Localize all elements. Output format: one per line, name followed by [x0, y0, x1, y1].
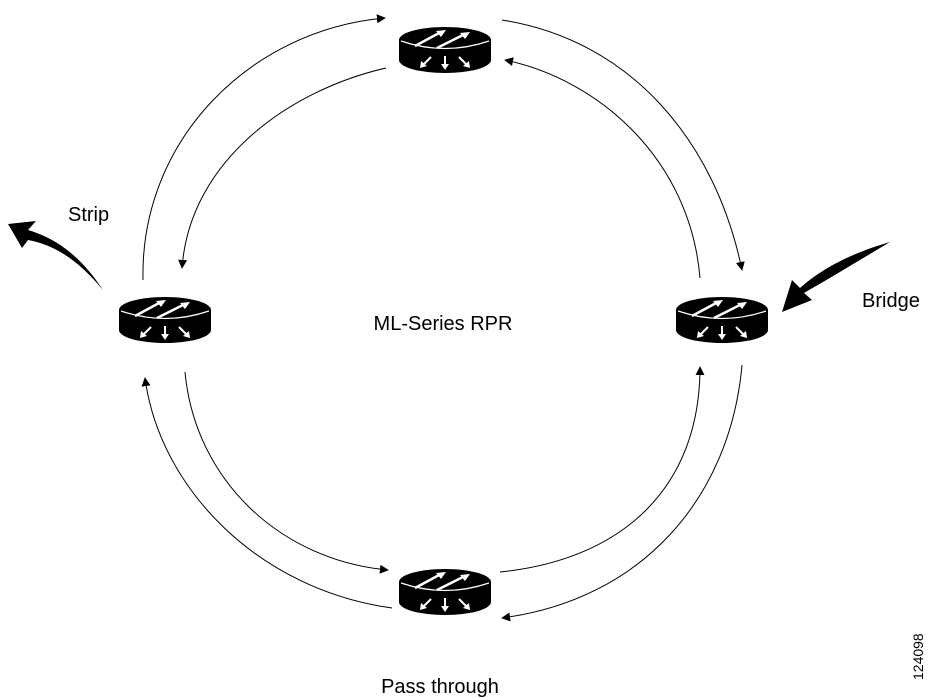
figure-number: 124098	[910, 633, 926, 680]
bridge-label: Bridge	[862, 290, 920, 312]
ring-arc-bottom-left-outer	[141, 377, 393, 609]
router-icon-bottom	[397, 567, 493, 617]
bridge-arrow-icon	[782, 242, 890, 312]
strip-arrow-icon	[8, 221, 103, 290]
ring-title: ML-Series RPR	[374, 313, 513, 335]
ring-arc-top-right-outer	[501, 19, 745, 271]
router-icon-right	[674, 295, 770, 345]
ring-arc-top-left-outer	[142, 14, 386, 281]
pass-through-label: Pass through	[381, 676, 499, 698]
ring-arc-bottom-right-inner	[499, 366, 705, 573]
ring-arc-top-left-inner	[178, 67, 387, 269]
ring-arc-top-right-inner	[504, 57, 701, 279]
ring-arc-bottom-right-outer	[501, 364, 743, 622]
ring-arc-bottom-left-inner	[184, 371, 389, 574]
router-icon-top	[397, 25, 493, 75]
router-icon-left	[117, 295, 213, 345]
strip-label: Strip	[68, 204, 109, 226]
